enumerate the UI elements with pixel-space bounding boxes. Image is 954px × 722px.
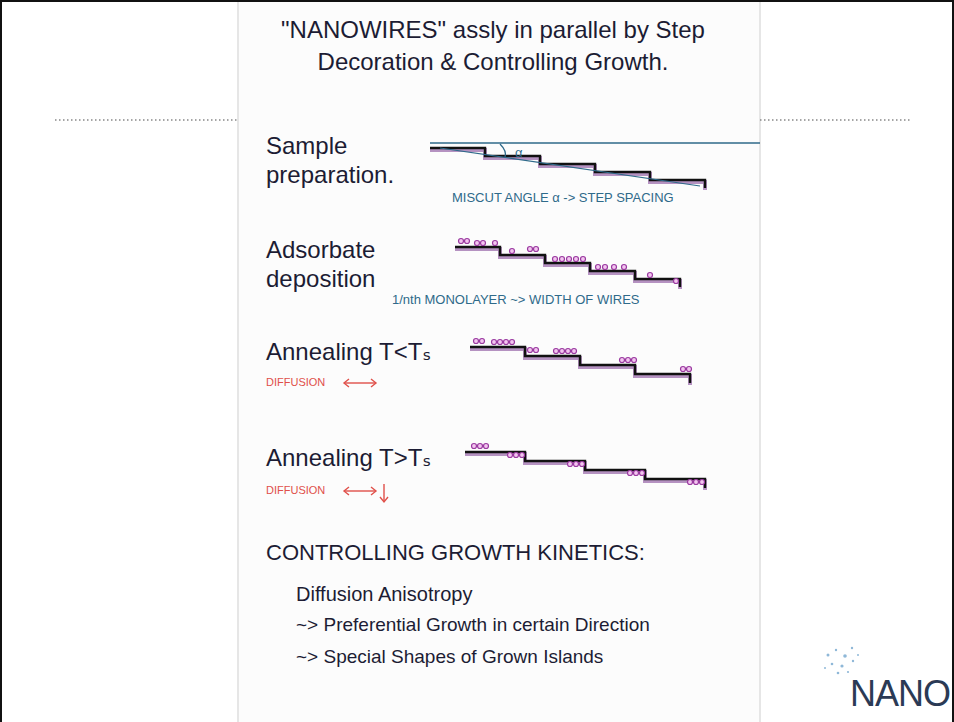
paper-sheet bbox=[238, 0, 760, 722]
reference-plane bbox=[430, 142, 760, 144]
logo-text: NANO bbox=[850, 672, 950, 715]
slide-title: "NANOWIRES" assly in parallel by Step De… bbox=[258, 14, 728, 79]
paper-edge bbox=[759, 0, 761, 722]
step-shadow bbox=[465, 454, 705, 490]
annotation: MISCUT ANGLE α -> STEP SPACING bbox=[452, 190, 674, 206]
angle-label: α bbox=[515, 145, 523, 161]
diffusion-note: DIFFUSION bbox=[266, 484, 325, 497]
bullet-text: ~> Special Shapes of Grown Islands bbox=[296, 646, 603, 669]
adsorbate-atoms bbox=[474, 339, 692, 372]
stepped-surface bbox=[455, 247, 680, 287]
paper-edge bbox=[237, 0, 239, 722]
stepped-surface bbox=[465, 452, 705, 488]
step-heading: Sample preparation. bbox=[266, 132, 436, 190]
step-shadow bbox=[470, 349, 690, 385]
miscut-line bbox=[440, 148, 700, 186]
stepped-surface bbox=[430, 148, 705, 188]
annotation: 1/nth MONOLAYER ~> WIDTH OF WIRES bbox=[392, 292, 640, 308]
step-heading: Adsorbate deposition bbox=[266, 236, 436, 294]
section-heading: CONTROLLING GROWTH KINETICS: bbox=[266, 540, 645, 566]
diffusion-arrow bbox=[344, 379, 388, 502]
adsorbate-atoms bbox=[472, 444, 705, 485]
logo-dots bbox=[824, 647, 859, 675]
diffusion-note: DIFFUSION bbox=[266, 376, 325, 389]
bullet-text: Diffusion Anisotropy bbox=[296, 582, 472, 606]
dotted-rule bbox=[55, 119, 238, 121]
stepped-surface bbox=[470, 347, 690, 383]
adsorbate-atoms bbox=[459, 239, 679, 284]
step-shadow bbox=[430, 150, 705, 190]
bullet-text: ~> Preferential Growth in certain Direct… bbox=[296, 614, 650, 637]
step-heading: Annealing T>Tₛ bbox=[266, 444, 431, 473]
step-heading: Annealing T<Tₛ bbox=[266, 338, 431, 367]
angle-arc bbox=[500, 144, 505, 157]
step-shadow bbox=[455, 249, 680, 289]
dotted-rule bbox=[760, 119, 910, 121]
